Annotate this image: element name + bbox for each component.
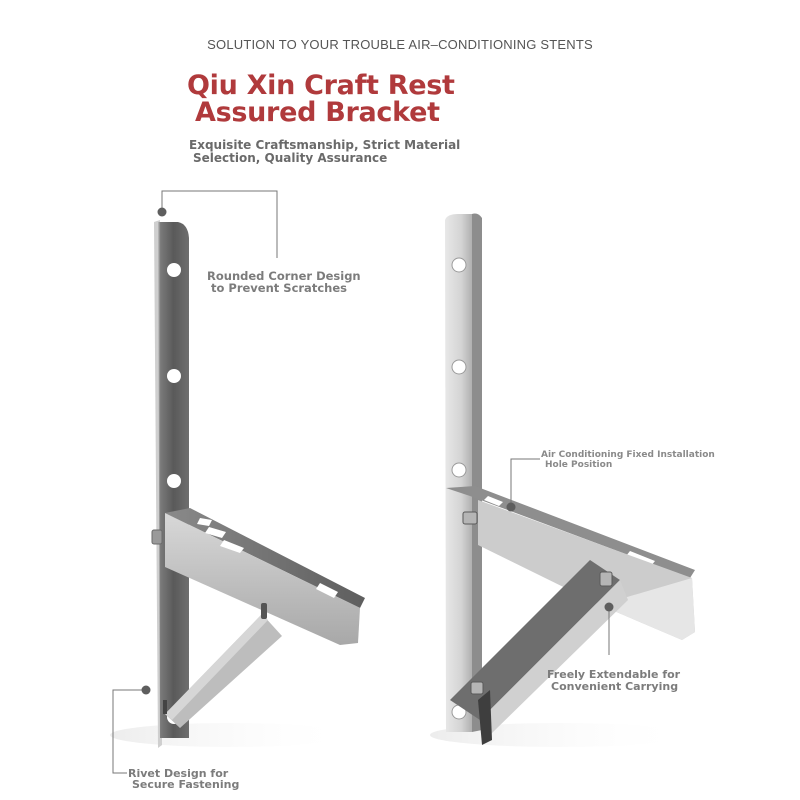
annotation-installation-hole: Air Conditioning Fixed Installation Hole… bbox=[541, 450, 715, 470]
leader-rivet bbox=[112, 689, 146, 774]
leader-dot-rounded-corner bbox=[157, 207, 167, 217]
leader-dot-extendable bbox=[604, 602, 614, 612]
product-title: Qiu Xin Craft Rest Assured Bracket bbox=[187, 72, 455, 126]
annotation-extendable-line2: Convenient Carrying bbox=[551, 679, 679, 693]
leader-dot-rivet bbox=[141, 685, 151, 695]
left-bracket-image bbox=[110, 220, 365, 748]
tagline: SOLUTION TO YOUR TROUBLE AIR–CONDITIONIN… bbox=[207, 37, 593, 52]
leader-installation-hole bbox=[510, 458, 540, 505]
annotation-installation-hole-line1: Air Conditioning Fixed Installation bbox=[541, 450, 715, 460]
annotation-rounded-corner: Rounded Corner Design to Prevent Scratch… bbox=[207, 270, 361, 294]
product-subtitle: Exquisite Craftsmanship, Strict Material… bbox=[189, 139, 460, 164]
right-bracket-image bbox=[430, 213, 695, 747]
leader-rounded-corner bbox=[161, 190, 278, 258]
leader-dot-installation-hole bbox=[506, 502, 516, 512]
annotation-rounded-corner-line1: Rounded Corner Design bbox=[207, 269, 361, 283]
annotation-rivet-line2: Secure Fastening bbox=[132, 778, 240, 791]
annotation-rounded-corner-line2: to Prevent Scratches bbox=[211, 281, 347, 295]
product-title-line1: Qiu Xin Craft Rest bbox=[187, 70, 455, 101]
annotation-extendable: Freely Extendable for Convenient Carryin… bbox=[547, 669, 680, 692]
product-title-line2: Assured Bracket bbox=[195, 97, 440, 128]
annotation-rivet: Rivet Design for Secure Fastening bbox=[128, 768, 239, 790]
subtitle-line2: Selection, Quality Assurance bbox=[193, 150, 388, 165]
annotation-rivet-line1: Rivet Design for bbox=[128, 767, 229, 780]
annotation-extendable-line1: Freely Extendable for bbox=[547, 668, 681, 681]
annotation-installation-hole-line2: Hole Position bbox=[545, 459, 613, 470]
subtitle-line1: Exquisite Craftsmanship, Strict Material bbox=[189, 138, 461, 152]
